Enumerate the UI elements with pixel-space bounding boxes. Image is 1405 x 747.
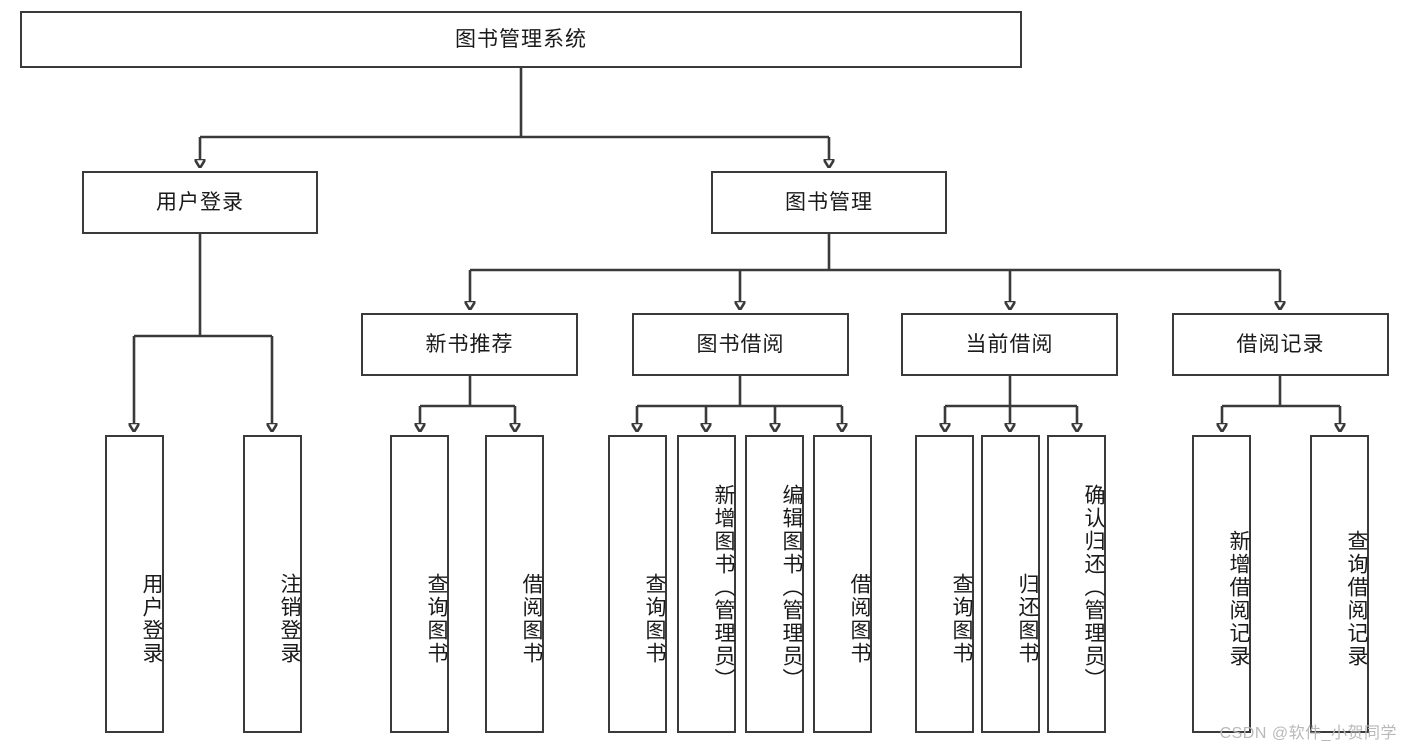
leaf-logout[interactable]: 注销登录 — [243, 435, 302, 733]
node-label: 图书管理 — [785, 190, 873, 214]
node-label: 图书借阅 — [696, 332, 785, 356]
node-new-book-recommendation[interactable]: 新书推荐 — [361, 313, 578, 376]
node-label: 借阅记录 — [1236, 332, 1325, 356]
leaf-borrow-book[interactable]: 借阅图书 — [813, 435, 872, 733]
node-label: 当前借阅 — [965, 332, 1054, 356]
node-label: 查询图书 — [425, 573, 448, 665]
leaf-return-book[interactable]: 归还图书 — [981, 435, 1040, 733]
leaf-query-book-borrow[interactable]: 查询图书 — [608, 435, 667, 733]
node-label: 用户登录 — [140, 573, 163, 665]
csdn-watermark: CSDN @软件_小贺同学 — [1219, 725, 1397, 742]
node-label: 新增借阅记录 — [1227, 530, 1250, 668]
node-label: 编辑图书（管理员） — [780, 483, 803, 691]
leaf-add-borrow-record[interactable]: 新增借阅记录 — [1192, 435, 1251, 733]
leaf-edit-book-admin[interactable]: 编辑图书（管理员） — [745, 435, 804, 733]
leaf-query-book-current[interactable]: 查询图书 — [915, 435, 974, 733]
node-book-management[interactable]: 图书管理 — [711, 171, 947, 234]
leaf-user-login[interactable]: 用户登录 — [105, 435, 164, 733]
node-book-borrow[interactable]: 图书借阅 — [632, 313, 849, 376]
node-label: 查询借阅记录 — [1345, 530, 1368, 668]
node-borrow-record[interactable]: 借阅记录 — [1172, 313, 1389, 376]
leaf-query-borrow-record[interactable]: 查询借阅记录 — [1310, 435, 1369, 733]
node-current-borrow[interactable]: 当前借阅 — [901, 313, 1118, 376]
leaf-borrow-book-recommend[interactable]: 借阅图书 — [485, 435, 544, 733]
node-label: 新增图书（管理员） — [712, 483, 735, 691]
node-label: 借阅图书 — [848, 573, 871, 665]
node-label: 用户登录 — [156, 190, 244, 214]
leaf-confirm-return-admin[interactable]: 确认归还（管理员） — [1047, 435, 1106, 733]
node-user-login[interactable]: 用户登录 — [82, 171, 318, 234]
node-root-book-management-system[interactable]: 图书管理系统 — [20, 11, 1022, 68]
node-label: 归还图书 — [1016, 573, 1039, 665]
node-label: 查询图书 — [643, 573, 666, 665]
node-label: 借阅图书 — [520, 573, 543, 665]
node-label: 确认归还（管理员） — [1082, 483, 1105, 691]
leaf-query-book-recommend[interactable]: 查询图书 — [390, 435, 449, 733]
node-label: 注销登录 — [278, 573, 301, 665]
node-label: 查询图书 — [950, 573, 973, 665]
node-label: 新书推荐 — [425, 332, 514, 356]
node-label: 图书管理系统 — [455, 27, 587, 51]
leaf-add-book-admin[interactable]: 新增图书（管理员） — [677, 435, 736, 733]
